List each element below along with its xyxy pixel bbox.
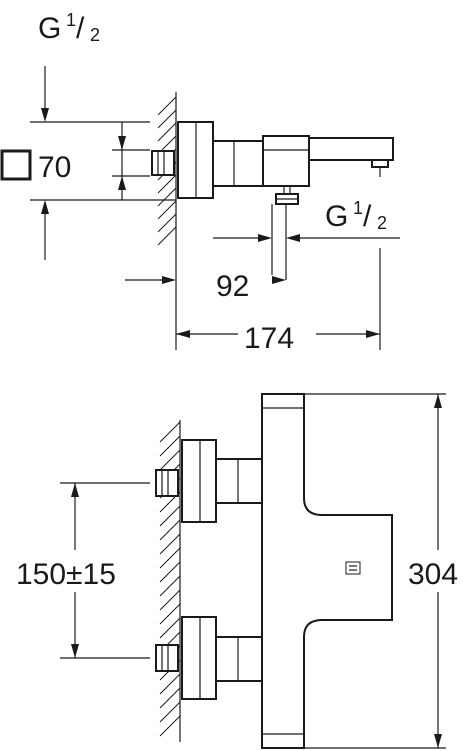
svg-text:70: 70: [38, 151, 71, 184]
brand-logo-icon: [345, 561, 361, 575]
spout-block-top: [262, 135, 310, 187]
svg-text:G: G: [325, 200, 348, 233]
spout-arm-top: [308, 137, 394, 161]
svg-text:2: 2: [377, 213, 387, 233]
dim-spout-length: 174: [176, 248, 381, 355]
wall-front: [159, 420, 181, 742]
inlet-thread-label: G 1 / 2: [38, 10, 100, 45]
svg-text:1: 1: [353, 198, 363, 218]
dim-outlet-distance: 92: [125, 240, 287, 350]
outlet-connection-top: [275, 186, 299, 205]
svg-text:/: /: [363, 200, 372, 233]
front-view: 150±15 304: [16, 393, 458, 749]
svg-text:304: 304: [408, 558, 458, 591]
dim-height: 304: [304, 393, 458, 749]
top-view: G 1 / 2 70 G 1 / 2: [0, 10, 400, 355]
lower-connection: [155, 616, 263, 700]
outlet-thread-label: G 1 / 2: [325, 198, 387, 233]
dim-inlet-thread: [30, 66, 176, 260]
body-top: [212, 140, 268, 187]
svg-text:1: 1: [66, 10, 76, 30]
svg-text:92: 92: [216, 270, 249, 303]
body-front: [261, 393, 393, 749]
inlet-nipple-top: [151, 150, 175, 176]
svg-text:/: /: [76, 12, 85, 45]
square-size-label: 70: [0, 149, 71, 184]
svg-text:150±15: 150±15: [16, 558, 116, 591]
svg-text:G: G: [38, 12, 61, 45]
svg-text:174: 174: [244, 322, 294, 355]
dim-outlet-thread: [213, 204, 400, 275]
square-symbol-icon: [0, 149, 32, 181]
dim-center-distance: 150±15: [16, 482, 150, 659]
upper-connection: [155, 439, 263, 523]
svg-text:2: 2: [90, 25, 100, 45]
